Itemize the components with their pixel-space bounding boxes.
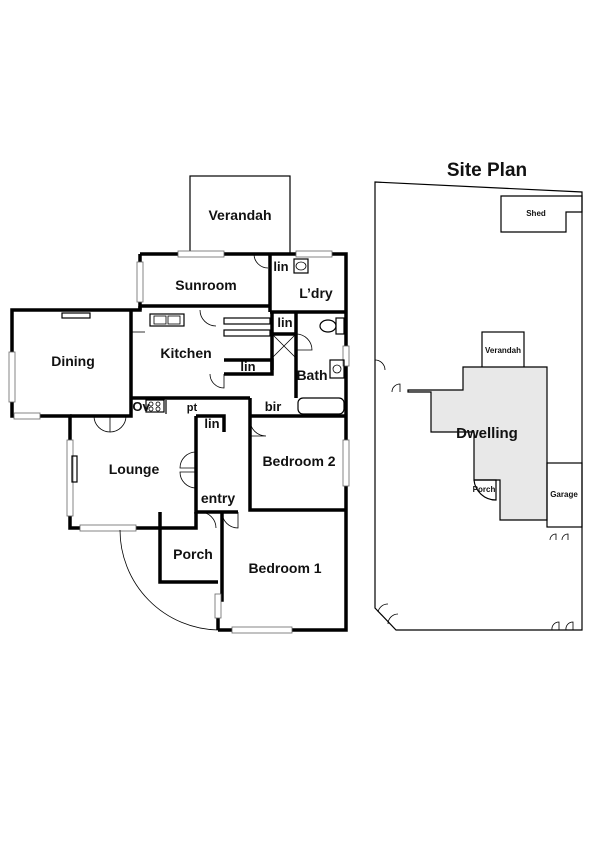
- site-plan-title: Site Plan: [447, 160, 527, 181]
- kitchen-label: Kitchen: [160, 345, 211, 361]
- oven-label: Ov: [132, 399, 150, 414]
- site-porch-label: Porch: [473, 485, 496, 494]
- garage-outline: [546, 462, 583, 528]
- door-swings: [93, 253, 313, 631]
- entry-label: entry: [201, 490, 235, 506]
- lin-hall-mid-label: lin: [240, 359, 255, 374]
- floor-plan: Verandah Sunroom L’dry Dining Kitchen Ba…: [8, 175, 350, 634]
- shed-label: Shed: [526, 209, 546, 218]
- lounge-label: Lounge: [109, 461, 160, 477]
- lin-laundry-label: lin: [273, 259, 288, 274]
- shed-outline: [500, 195, 583, 233]
- dwelling-label: Dwelling: [456, 425, 518, 442]
- lin-hall-upper-label: lin: [277, 315, 292, 330]
- kitchen-fixtures: [61, 312, 271, 483]
- pantry-label: pt: [187, 402, 198, 414]
- site-porch-outline: [473, 479, 497, 501]
- verandah-label: Verandah: [208, 207, 271, 223]
- site-boundary: [374, 181, 583, 631]
- bath-label: Bath: [296, 367, 327, 383]
- laundry-label: L’dry: [299, 285, 333, 301]
- bedroom2-label: Bedroom 2: [262, 453, 335, 469]
- dining-label: Dining: [51, 353, 95, 369]
- interior-walls: [70, 254, 346, 584]
- sunroom-label: Sunroom: [175, 277, 236, 293]
- porch-label: Porch: [173, 546, 213, 562]
- site-verandah-label: Verandah: [485, 346, 521, 355]
- site-plan: Site Plan Shed Verandah Dwelling Porch G…: [374, 160, 583, 631]
- bath-fixtures: [293, 258, 345, 415]
- lin-hall-lower-label: lin: [204, 416, 219, 431]
- bir-label: bir: [265, 399, 282, 414]
- garage-label: Garage: [550, 490, 578, 499]
- site-gates: [374, 359, 574, 631]
- dwelling-footprint: [407, 366, 548, 521]
- bedroom1-label: Bedroom 1: [248, 560, 321, 576]
- windows: [8, 250, 350, 634]
